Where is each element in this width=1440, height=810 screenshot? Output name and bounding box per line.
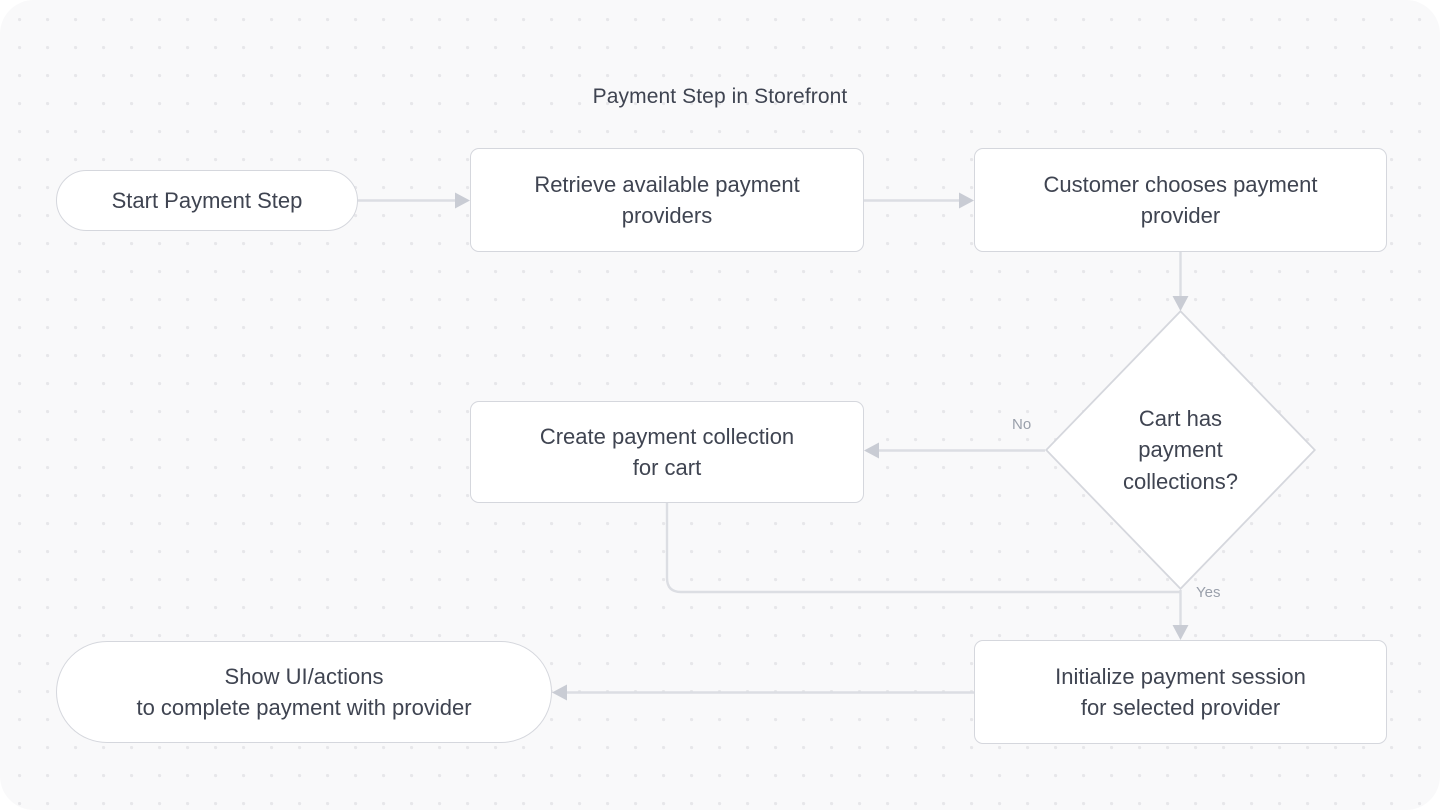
node-label: Create payment collection for cart <box>539 423 795 480</box>
node-show-ui-actions[interactable]: Show UI/actions to complete payment with… <box>56 641 552 743</box>
edge-create-to-initialize <box>665 503 1181 594</box>
node-label: Cart has payment collections? <box>1123 406 1238 494</box>
node-label: Start Payment Step <box>111 187 303 213</box>
edge-initialize-to-showui <box>552 684 974 701</box>
node-customer-chooses-payment-provider[interactable]: Customer chooses payment provider <box>974 148 1387 252</box>
node-label: Initialize payment session for selected … <box>1055 663 1306 720</box>
edge-start-to-retrieve <box>358 192 470 209</box>
edge-choose-to-decision <box>1172 252 1189 311</box>
node-label: Customer chooses payment provider <box>1043 171 1318 228</box>
node-initialize-payment-session[interactable]: Initialize payment session for selected … <box>974 640 1387 744</box>
node-decision-cart-has-payment-collections[interactable]: Cart has payment collections? <box>1045 310 1316 590</box>
node-start-payment-step[interactable]: Start Payment Step <box>56 170 358 231</box>
node-label: Show UI/actions to complete payment with… <box>136 663 472 720</box>
edge-label-no: No <box>1012 416 1032 433</box>
edge-decision-no-to-create <box>864 442 1045 459</box>
diamond-shape <box>1045 310 1316 590</box>
node-label: Retrieve available payment providers <box>534 171 800 228</box>
edge-label-yes: Yes <box>1196 584 1221 601</box>
node-create-payment-collection-for-cart[interactable]: Create payment collection for cart <box>470 401 864 503</box>
edge-retrieve-to-choose <box>864 192 974 209</box>
node-retrieve-available-payment-providers[interactable]: Retrieve available payment providers <box>470 148 864 252</box>
edge-decision-yes-to-initialize <box>1172 590 1189 640</box>
diagram-title: Payment Step in Storefront <box>592 85 848 108</box>
